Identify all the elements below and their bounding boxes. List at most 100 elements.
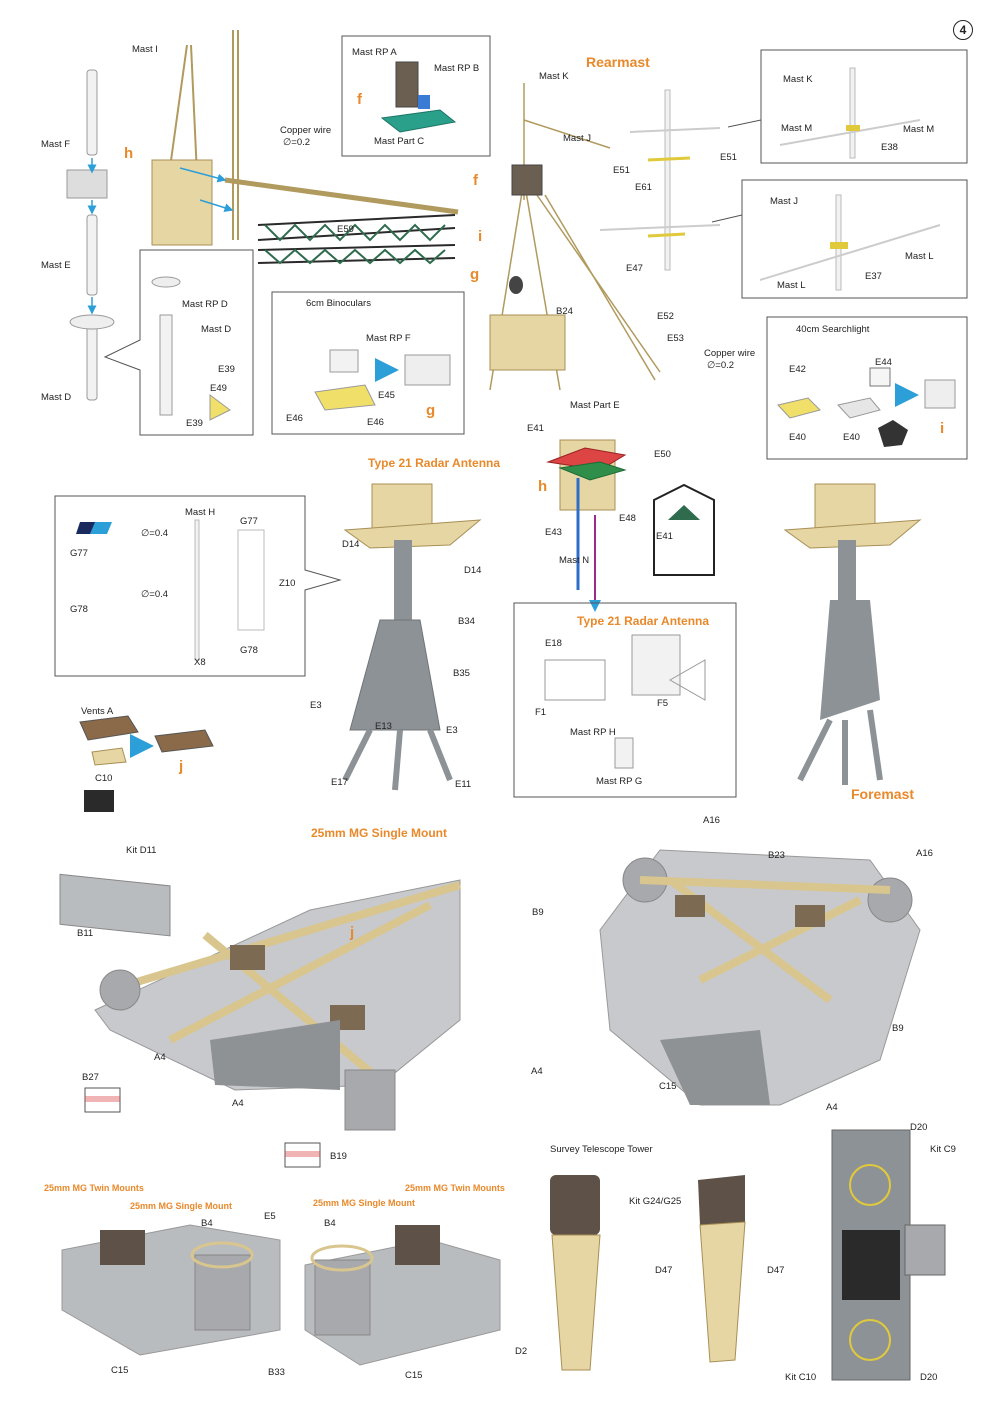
label-mast-d: Mast D [41, 392, 72, 403]
label-e17: E17 [331, 777, 348, 788]
label-e44: E44 [875, 357, 892, 368]
label-d47: D47 [655, 1265, 673, 1276]
label-mast-m: Mast M [781, 123, 813, 134]
label-b4: B4 [324, 1218, 336, 1229]
label-e18: E18 [545, 638, 562, 649]
step-f-marker: f [357, 91, 362, 108]
label-mast-rp-g: Mast RP G [596, 776, 643, 787]
step-g-marker: g [426, 402, 436, 419]
label-e37: E37 [865, 271, 882, 282]
label-mast-part-c: Mast Part C [374, 136, 425, 147]
e59-etch-sheet [257, 214, 456, 265]
label-mast-rp-a: Mast RP A [352, 47, 397, 58]
label-e5: E5 [264, 1211, 276, 1222]
foremast-right-drawing [783, 483, 922, 785]
label-6cm-binoculars: 6cm Binoculars [306, 298, 371, 309]
label-c10: C10 [95, 773, 113, 784]
heading-type21-box: Type 21 Radar Antenna [577, 614, 710, 628]
label-dim-04: ∅=0.4 [141, 589, 169, 600]
label-e45: E45 [378, 390, 395, 401]
label-e53: E53 [667, 333, 684, 344]
label-mast-h: Mast H [185, 507, 216, 518]
label-vents-a: Vents A [81, 706, 114, 717]
label-kit-c10: Kit C10 [785, 1372, 817, 1383]
deck-left-drawing [59, 873, 462, 1131]
label-c15: C15 [111, 1365, 129, 1376]
label-e39: E39 [218, 364, 235, 375]
label-b34: B34 [458, 616, 475, 627]
label-d47: D47 [767, 1265, 785, 1276]
label-e52: E52 [657, 311, 674, 322]
label-a4: A4 [531, 1066, 543, 1077]
label-g77: G77 [240, 516, 258, 527]
label-mast-m: Mast M [903, 124, 935, 135]
label-mast-f: Mast F [41, 139, 71, 150]
label-e38: E38 [881, 142, 898, 153]
label-mast-n: Mast N [559, 555, 590, 566]
label-copper-wire: Copper wire [704, 348, 756, 359]
label-mast-d-callout: Mast D [201, 324, 232, 335]
step-g-marker: g [470, 266, 480, 283]
step-j-marker: j [350, 924, 355, 941]
label-mast-i: Mast I [132, 44, 158, 55]
label-d2: D2 [515, 1346, 528, 1357]
heading-mg-single-left: 25mm MG Single Mount [130, 1201, 233, 1211]
label-a16: A16 [703, 815, 720, 826]
label-e50: E50 [654, 449, 671, 460]
label-e42: E42 [789, 364, 806, 375]
label-c15: C15 [405, 1370, 423, 1381]
step-i-marker: i [478, 228, 483, 245]
label-dim-04: ∅=0.4 [141, 528, 169, 539]
label-e39: E39 [186, 418, 203, 429]
label-e3: E3 [310, 700, 322, 711]
label-40cm-searchlight: 40cm Searchlight [796, 324, 870, 335]
label-e41: E41 [656, 531, 673, 542]
label-mast-j-callout: Mast J [770, 196, 798, 207]
label-mast-rp-f: Mast RP F [366, 333, 411, 344]
label-x8: X8 [194, 657, 206, 668]
label-f1: F1 [535, 707, 547, 718]
step-i-marker: i [940, 420, 945, 437]
label-z10: Z10 [279, 578, 296, 589]
label-e59: E59 [337, 224, 354, 235]
label-c15: C15 [659, 1081, 677, 1092]
label-copper-dim: ∅=0.2 [707, 360, 735, 371]
page-number: 4 [953, 20, 973, 40]
heading-mg-twin-right: 25mm MG Twin Mounts [405, 1183, 505, 1193]
label-e51: E51 [720, 152, 737, 163]
step-h-marker: h [538, 478, 548, 495]
mast-fed-column [66, 69, 115, 401]
label-copper-dim: ∅=0.2 [283, 137, 311, 148]
label-mast-rp-b: Mast RP B [434, 63, 480, 74]
label-mast-e: Mast E [41, 260, 71, 271]
label-e40: E40 [789, 432, 806, 443]
label-b24: B24 [556, 306, 573, 317]
label-a4: A4 [232, 1098, 244, 1109]
label-kit-g24-g25: Kit G24/G25 [629, 1196, 682, 1207]
label-b23: B23 [768, 850, 785, 861]
step-f-marker: h [124, 145, 134, 162]
mg-platform-left [61, 1224, 281, 1356]
label-b35: B35 [453, 668, 470, 679]
label-f5: F5 [657, 698, 669, 709]
label-b27: B27 [82, 1072, 99, 1083]
heading-foremast: Foremast [851, 786, 915, 802]
deck-right-drawing [599, 849, 921, 1106]
label-kit-c9: Kit C9 [930, 1144, 956, 1155]
label-mast-rp-h: Mast RP H [570, 727, 616, 738]
label-mast-rp-d: Mast RP D [182, 299, 228, 310]
label-e46: E46 [367, 417, 384, 428]
label-d20: D20 [920, 1372, 938, 1383]
label-e11: E11 [455, 779, 472, 790]
label-b9: B9 [532, 907, 544, 918]
label-e40: E40 [843, 432, 860, 443]
label-d20: D20 [910, 1122, 928, 1133]
label-mast-k-callout: Mast K [783, 74, 813, 85]
label-e41: E41 [527, 423, 544, 434]
label-e47: E47 [626, 263, 643, 274]
label-g78: G78 [240, 645, 258, 656]
step-j-marker: j [179, 758, 184, 775]
label-e3: E3 [446, 725, 458, 736]
heading-mg-single-main: 25mm MG Single Mount [311, 826, 448, 840]
